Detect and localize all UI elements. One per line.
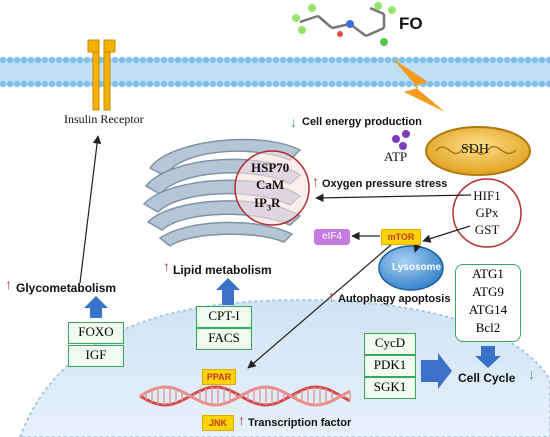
energy-down-arrow-icon: ↓ bbox=[290, 114, 297, 130]
atg1-label: ATG1 bbox=[472, 266, 504, 281]
glyco-up-arrow-icon: ↑ bbox=[5, 276, 12, 292]
oxygen-up-arrow-icon: ↑ bbox=[312, 173, 319, 189]
hif1-label: HIF1 bbox=[473, 188, 501, 203]
cell-membrane bbox=[0, 56, 550, 88]
eif4-box: eIF4 bbox=[314, 229, 350, 245]
er-protein-circle bbox=[234, 150, 310, 226]
block-arrows bbox=[84, 278, 501, 389]
atp-label: ATP bbox=[384, 149, 408, 164]
ip3r-label: IP3R bbox=[254, 195, 281, 213]
sgk1-box: SGK1 bbox=[364, 377, 416, 399]
glyco-label: Glycometabolism bbox=[16, 281, 117, 295]
bcl2-label: Bcl2 bbox=[475, 320, 501, 335]
cell-cycle-label: Cell Cycle bbox=[458, 371, 516, 385]
facs-box: FACS bbox=[196, 328, 252, 350]
mtor-box: mTOR bbox=[381, 229, 421, 245]
hsp70-label: HSP70 bbox=[251, 160, 290, 175]
connector-arrows bbox=[79, 135, 472, 369]
sdh-label: SDH bbox=[461, 142, 490, 157]
autophagy-label: Autophagy apoptosis bbox=[338, 293, 451, 305]
insulin-receptor-shape bbox=[87, 39, 116, 111]
hif-circle bbox=[452, 178, 522, 248]
gst-label: GST bbox=[474, 222, 500, 237]
cell-cycle-down-arrow-icon: ↓ bbox=[528, 366, 535, 382]
lipid-up-arrow-icon: ↑ bbox=[163, 258, 170, 274]
ppar-box: PPAR bbox=[202, 369, 236, 385]
cam-label: CaM bbox=[256, 177, 285, 192]
transcription-up-arrow-icon: ↑ bbox=[238, 412, 245, 428]
jnk-box: JNK bbox=[202, 415, 234, 431]
pdk1-box: PDK1 bbox=[364, 355, 416, 377]
atg9-label: ATG9 bbox=[472, 284, 504, 299]
transcription-label: Transcription factor bbox=[248, 417, 352, 429]
gpx-label: GPx bbox=[475, 205, 499, 220]
lysosome-shape bbox=[378, 245, 444, 291]
lysosome-label: Lysosome bbox=[392, 262, 442, 273]
fo-label: FO bbox=[399, 14, 423, 33]
cycd-box: CycD bbox=[364, 333, 416, 355]
atp-dots-icon bbox=[392, 130, 410, 150]
atg14-label: ATG14 bbox=[468, 302, 508, 317]
atg-group-box: ATG1 ATG9 ATG14 Bcl2 bbox=[455, 264, 521, 342]
mitochondria-shape bbox=[425, 126, 531, 176]
dna-helix-shape bbox=[139, 385, 351, 407]
igf-box: IGF bbox=[68, 345, 124, 367]
autophagy-up-arrow-icon: ↑ bbox=[328, 288, 335, 304]
cpt-i-box: CPT-I bbox=[196, 306, 252, 328]
cell-energy-label: Cell energy production bbox=[302, 116, 422, 128]
foxo-box: FOXO bbox=[68, 322, 124, 344]
lipid-label: Lipid metabolism bbox=[173, 263, 272, 277]
fo-molecule-icon bbox=[292, 2, 396, 46]
insulin-receptor-label: Insulin Receptor bbox=[64, 112, 144, 126]
oxygen-stress-label: Oxygen pressure stress bbox=[322, 178, 448, 190]
lightning-icon bbox=[392, 58, 445, 112]
